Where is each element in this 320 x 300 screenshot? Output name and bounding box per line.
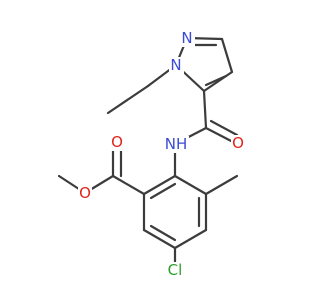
bg-amide-o [231,135,245,152]
atom-amide-o: O [232,134,244,152]
bond-ring-methyl [204,174,239,196]
bg-ester-carbonyl-o [110,134,124,151]
atom-amide-nh: NH [165,135,188,153]
atom-label-layer: N N NH O O O Cl [78,29,245,279]
bg-ester-ether-o [78,185,92,202]
bond-amide-c-o [204,126,237,145]
atom-pyrazole-n2: N [181,29,192,47]
bg-pyrazole-n2 [180,30,195,47]
bond-amide-c-o-second [209,119,239,137]
bond-layer [57,36,239,268]
bg-pyrazole-n1 [169,57,184,74]
bond-ring-c3-c4 [173,228,208,250]
bond-ethyl-ch3-ch2 [106,84,150,115]
bond-ring-c6-c1-inner [149,182,177,200]
bond-c5-amide-c [202,89,208,130]
bond-c3-c4 [220,37,234,74]
bond-c4-c5 [202,70,234,93]
bg-amide-nh [163,136,189,153]
bond-ring-c4-c5 [142,228,177,250]
bond-c4-c5-inner [204,74,228,87]
atom-ester-carbonyl-o: O [111,133,123,151]
chemical-structure-diagram: N N NH O O O Cl [57,29,245,279]
bond-ring-ester-c [111,174,146,196]
bg-chloro [165,262,185,279]
atom-ester-ether-o: O [79,184,91,202]
bond-ring-c6-c1 [142,174,177,196]
bond-ring-c4-c5-inner [149,224,177,242]
atom-pyrazole-n1: N [170,56,181,74]
atom-chloro: Cl [168,261,183,279]
bond-ring-c1-c2 [173,174,208,196]
